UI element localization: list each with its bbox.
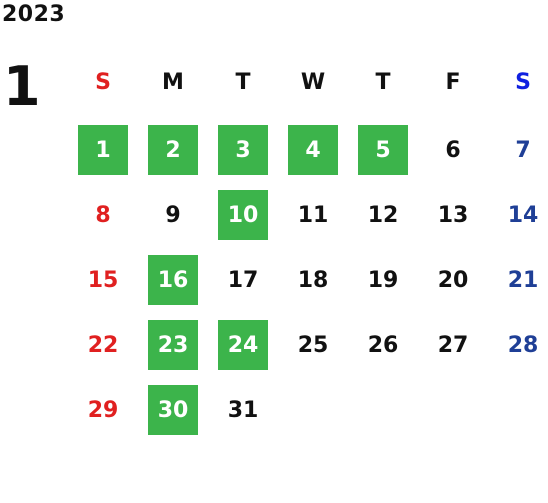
day-cell[interactable]: 8 bbox=[68, 190, 138, 240]
day-cell[interactable]: 22 bbox=[68, 320, 138, 370]
day-cell[interactable]: 12 bbox=[348, 190, 418, 240]
day-number: 9 bbox=[165, 202, 181, 228]
day-cell-highlighted[interactable]: 3 bbox=[208, 125, 278, 175]
day-number: 30 bbox=[148, 385, 198, 435]
month-label: 1 bbox=[3, 55, 41, 118]
day-number: 12 bbox=[367, 202, 399, 228]
weekday-header: M bbox=[162, 69, 184, 95]
day-number: 14 bbox=[507, 202, 539, 228]
day-cell[interactable]: 26 bbox=[348, 320, 418, 370]
day-cell[interactable]: 13 bbox=[418, 190, 488, 240]
day-number: 10 bbox=[218, 190, 268, 240]
day-number: 16 bbox=[148, 255, 198, 305]
day-number: 28 bbox=[507, 332, 539, 358]
day-number: 26 bbox=[367, 332, 399, 358]
day-number: 3 bbox=[218, 125, 268, 175]
day-cell[interactable]: 15 bbox=[68, 255, 138, 305]
day-number: 31 bbox=[227, 397, 259, 423]
day-number: 7 bbox=[515, 137, 531, 163]
day-cell[interactable]: 14 bbox=[488, 190, 548, 240]
day-number: 13 bbox=[437, 202, 469, 228]
weekday-header: T bbox=[375, 69, 391, 95]
day-number: 1 bbox=[78, 125, 128, 175]
day-cell-highlighted[interactable]: 5 bbox=[348, 125, 418, 175]
weekday-header: T bbox=[235, 69, 251, 95]
day-cell[interactable]: 25 bbox=[278, 320, 348, 370]
day-cell-highlighted[interactable]: 30 bbox=[138, 385, 208, 435]
day-cell-highlighted[interactable]: 2 bbox=[138, 125, 208, 175]
day-number: 15 bbox=[87, 267, 119, 293]
day-number: 24 bbox=[218, 320, 268, 370]
day-number: 29 bbox=[87, 397, 119, 423]
day-number: 19 bbox=[367, 267, 399, 293]
day-number: 27 bbox=[437, 332, 469, 358]
day-number: 6 bbox=[445, 137, 461, 163]
day-cell-highlighted[interactable]: 23 bbox=[138, 320, 208, 370]
weekday-header: S bbox=[515, 69, 531, 95]
day-cell[interactable]: 20 bbox=[418, 255, 488, 305]
day-cell[interactable]: 17 bbox=[208, 255, 278, 305]
day-cell[interactable]: 11 bbox=[278, 190, 348, 240]
day-cell[interactable]: 18 bbox=[278, 255, 348, 305]
day-cell[interactable]: 28 bbox=[488, 320, 548, 370]
day-cell-highlighted[interactable]: 24 bbox=[208, 320, 278, 370]
day-number: 5 bbox=[358, 125, 408, 175]
day-number: 21 bbox=[507, 267, 539, 293]
day-number: 20 bbox=[437, 267, 469, 293]
year-label: 2023 bbox=[2, 2, 66, 27]
day-number: 2 bbox=[148, 125, 198, 175]
day-number: 22 bbox=[87, 332, 119, 358]
day-number: 23 bbox=[148, 320, 198, 370]
weekday-header: W bbox=[300, 69, 326, 95]
day-number: 25 bbox=[297, 332, 329, 358]
day-number: 11 bbox=[297, 202, 329, 228]
day-cell-highlighted[interactable]: 4 bbox=[278, 125, 348, 175]
day-cell[interactable]: 7 bbox=[488, 125, 548, 175]
weekday-header: F bbox=[445, 69, 461, 95]
day-cell[interactable]: 6 bbox=[418, 125, 488, 175]
day-cell[interactable]: 29 bbox=[68, 385, 138, 435]
day-cell-highlighted[interactable]: 10 bbox=[208, 190, 278, 240]
day-cell[interactable]: 31 bbox=[208, 385, 278, 435]
day-cell[interactable]: 21 bbox=[488, 255, 548, 305]
day-cell-highlighted[interactable]: 16 bbox=[138, 255, 208, 305]
day-cell[interactable]: 9 bbox=[138, 190, 208, 240]
day-number: 17 bbox=[227, 267, 259, 293]
day-number: 4 bbox=[288, 125, 338, 175]
day-cell[interactable]: 19 bbox=[348, 255, 418, 305]
day-cell[interactable]: 27 bbox=[418, 320, 488, 370]
day-cell-highlighted[interactable]: 1 bbox=[68, 125, 138, 175]
weekday-header: S bbox=[95, 69, 111, 95]
day-number: 18 bbox=[297, 267, 329, 293]
day-number: 8 bbox=[95, 202, 111, 228]
